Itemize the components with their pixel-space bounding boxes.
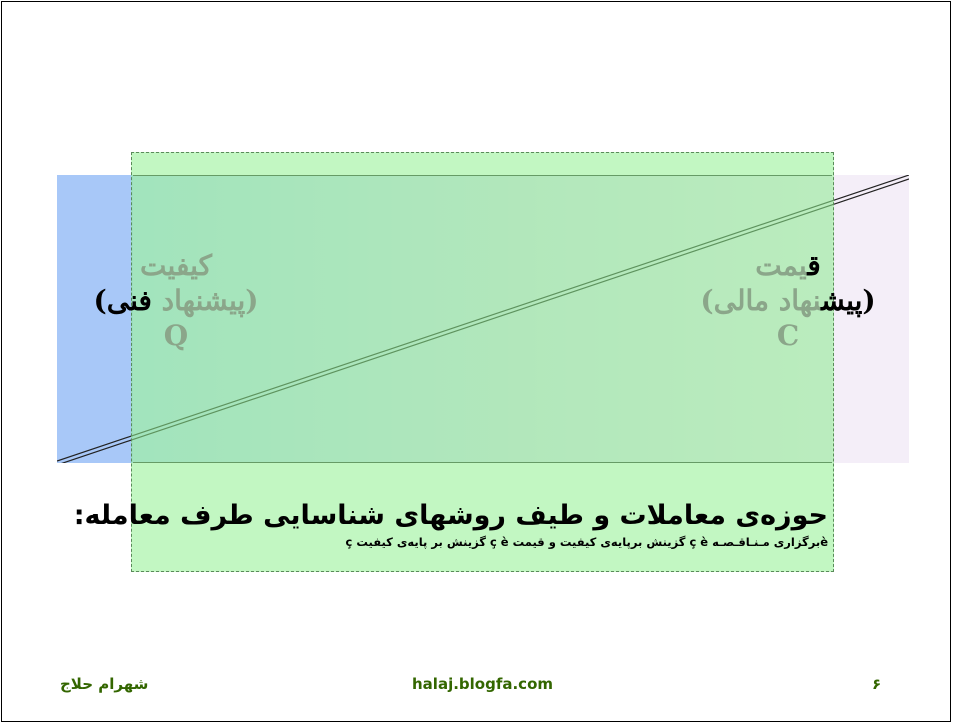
price-title-part2: یمت: [755, 249, 808, 282]
price-letter: C: [776, 319, 800, 352]
footer-author: شهرام حلاج: [60, 675, 149, 693]
price-subtitle-part1: (پیش: [821, 284, 876, 317]
heading-area: حوزه‌ی معاملات و طیف روشهای شناسایی طرف …: [73, 500, 828, 549]
quality-letter: Q: [163, 319, 189, 352]
price-subtitle-part2: نهاد مالی): [700, 284, 822, 317]
scope-overlay: [131, 152, 834, 572]
quality-subtitle-part2: فنی): [93, 284, 162, 317]
main-heading: حوزه‌ی معاملات و طیف روشهای شناسایی طرف …: [73, 500, 828, 531]
price-title: قیمت: [668, 248, 908, 283]
sub-heading: èبرگزاری مـنـاقـصـه ç è گزینش برپایه‌ی ک…: [345, 535, 828, 549]
quality-label-block: کیفیت (پیشنهاد فنی) Q: [66, 248, 286, 353]
quality-title: کیفیت: [140, 249, 212, 282]
quality-subtitle-part1: (پیشنهاد: [161, 284, 259, 317]
quality-subtitle: (پیشنهاد فنی): [66, 283, 286, 318]
price-title-part1: ق: [807, 249, 821, 282]
footer-url: halaj.blogfa.com: [412, 675, 553, 693]
footer-page-number: ۶: [872, 675, 882, 693]
price-label-block: قیمت (پیشنهاد مالی) C: [668, 248, 908, 353]
price-subtitle: (پیشنهاد مالی): [668, 283, 908, 318]
